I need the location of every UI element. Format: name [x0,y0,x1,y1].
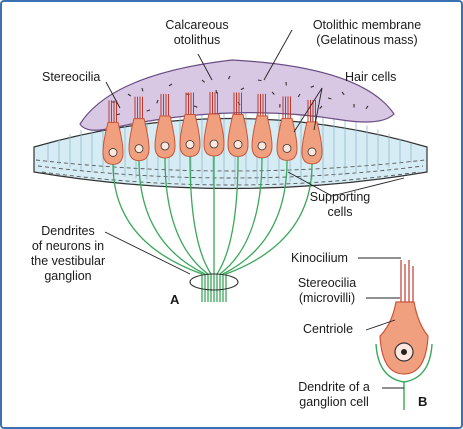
single-hair-cell [375,260,433,410]
otolith [116,113,121,116]
otolith [127,93,132,97]
otolith [327,97,332,100]
otolith [257,79,262,82]
otolith [168,83,173,87]
hair-cell [301,99,323,165]
otolith [141,87,144,92]
hair-cell [179,92,201,157]
nerve-fiber [219,157,263,302]
nerve-fiber [225,163,313,302]
kinocilium [400,260,414,302]
nerve-fiber [138,160,206,302]
hair-cell-body [379,301,429,375]
otolith [319,105,323,110]
ganglion-ring [189,273,239,291]
otolith [156,99,159,104]
nucleolus [401,349,407,355]
stereocilia-microvilli-label: Stereocilia (microvilli) [297,276,357,305]
otolith [227,75,231,80]
otolith [215,89,218,94]
panel-a-label: A [170,292,180,307]
panel-b-label: B [418,394,428,409]
hair-cell [227,92,249,157]
nerve-fiber [164,157,209,302]
otolith [297,93,301,98]
nerve-fiber [222,160,288,302]
otolith [146,109,151,112]
nerve-fiber [216,156,239,302]
calcareous-otolithus-label: Calcareous otolithus [165,18,229,47]
dendrites-label: Dendrites of neurons in the vestibular g… [30,224,106,283]
otolithic-membrane-label: Otolithic membrane (Gelatinous mass) [312,18,422,47]
kinocilium-label: Kinocilium [291,251,348,265]
basement-membrane-lines [35,159,426,186]
dendrite-ganglion-label: Dendrite of a ganglion cell [298,380,370,409]
supporting-cells-label: Supporting cells [309,190,371,219]
nerve-fiber [112,164,203,302]
stereocilia-label: Stereocilia [42,70,101,84]
hair-cells [102,92,323,165]
macula-section [33,59,428,302]
leader-lines-b [358,257,404,389]
otolith [310,85,315,88]
otolith [365,105,369,110]
otolith [240,87,245,91]
otolith [193,105,198,108]
otolith [201,79,205,83]
otolith [341,91,345,96]
centriole-label: Centriole [303,322,354,336]
hair-cells-label: Hair cells [345,70,397,84]
nerve-fiber [189,156,212,302]
otolith [271,91,275,95]
nerve-fibers [112,156,313,302]
leader-lines [104,29,405,275]
hair-cell [251,93,273,159]
hair-cell [154,93,176,159]
hair-cell [276,96,298,161]
